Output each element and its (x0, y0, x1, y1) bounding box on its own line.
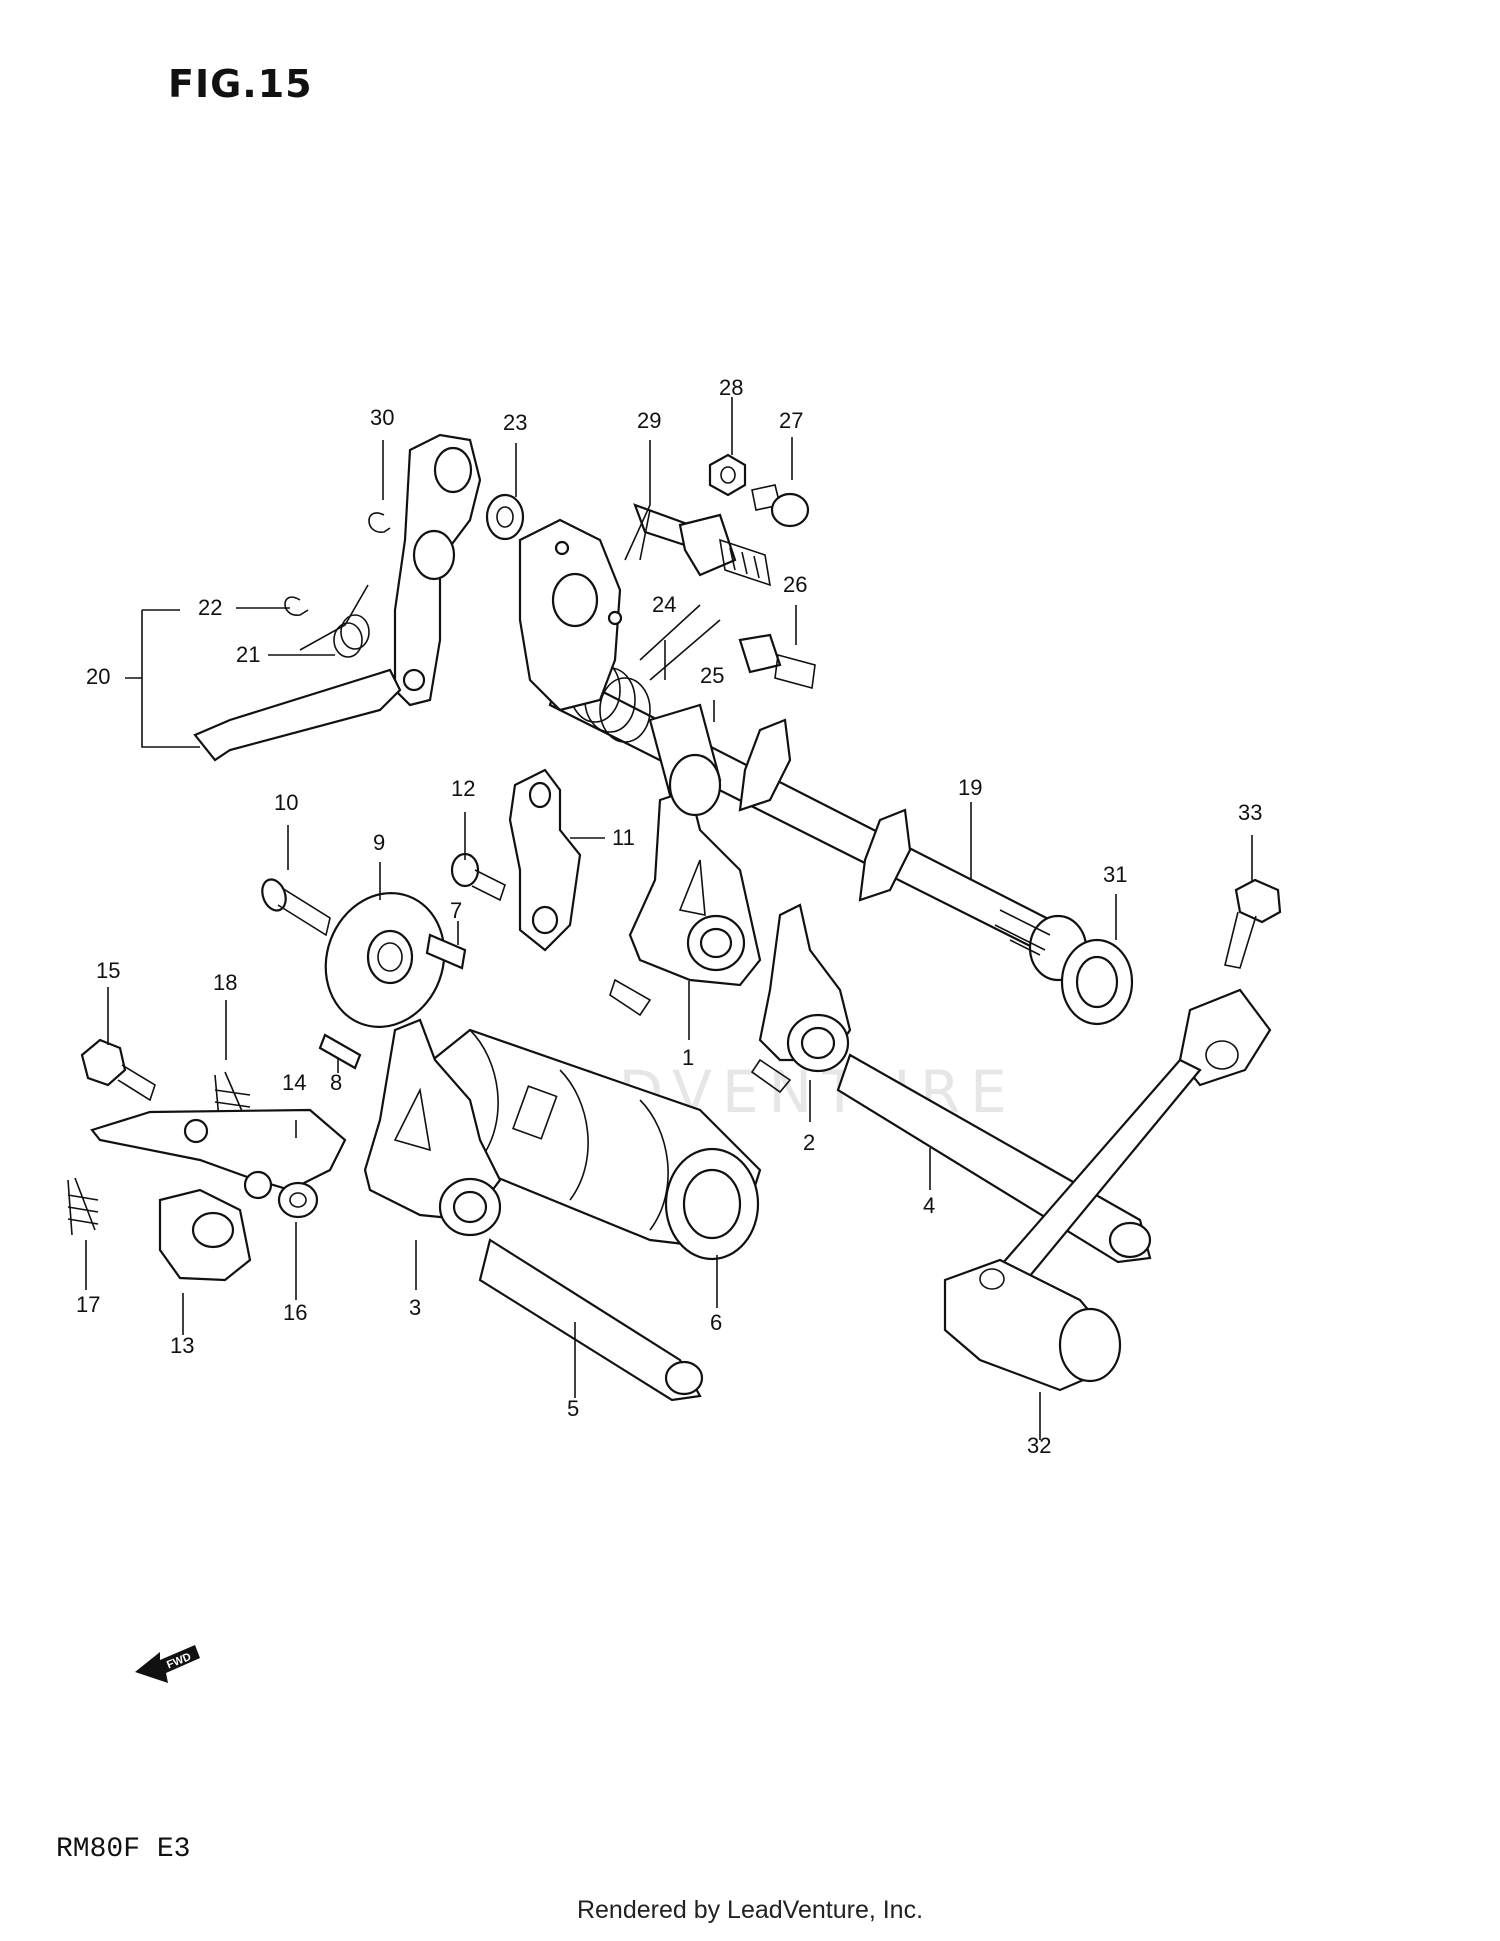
bolt-33 (1224, 878, 1282, 969)
shift-fork-1 (609, 788, 762, 1017)
callout-1: 1 (682, 1045, 694, 1070)
cam-stopper-plate-20 (193, 433, 482, 762)
callout-20: 20 (86, 664, 110, 689)
stopper-arm-14 (90, 1108, 347, 1200)
cam-guide-9 (324, 891, 446, 1029)
callout-30: 30 (370, 405, 394, 430)
callout-5: 5 (567, 1396, 579, 1421)
callout-13: 13 (170, 1333, 194, 1358)
model-code: RM80F E3 (56, 1834, 191, 1865)
nut-28 (708, 453, 747, 497)
callout-14: 14 (282, 1070, 306, 1095)
screw-27 (751, 484, 810, 528)
bolt-26 (738, 633, 816, 690)
shift-fork-shaft-5 (478, 1238, 704, 1402)
fwd-badge-text: FWD (165, 1651, 193, 1672)
callout-24: 24 (652, 592, 676, 617)
callout-25: 25 (700, 663, 724, 688)
cam-stopper-plate-13 (158, 1188, 252, 1282)
callout-22: 22 (198, 595, 222, 620)
pin-7 (425, 933, 467, 970)
callout-16: 16 (283, 1300, 307, 1325)
oil-seal-31 (1060, 938, 1134, 1026)
e-ring-30 (368, 512, 391, 533)
leader-lines (85, 397, 1253, 1440)
shift-drum-part (418, 1028, 762, 1261)
eccentric-bolt-29 (633, 503, 772, 587)
shift-fork-3 (363, 1018, 502, 1237)
callout-9: 9 (373, 830, 385, 855)
callout-31: 31 (1103, 862, 1127, 887)
washer-23 (485, 493, 525, 541)
callout-17: 17 (76, 1292, 100, 1317)
spring-18 (214, 1071, 251, 1131)
bolt-15 (80, 1038, 156, 1102)
callout-4: 4 (923, 1193, 935, 1218)
callout-2: 2 (803, 1130, 815, 1155)
callout-28: 28 (719, 375, 743, 400)
callout-6: 6 (710, 1310, 722, 1335)
callout-7: 7 (450, 898, 462, 923)
gearshift-lever-32 (943, 988, 1272, 1392)
callout-19: 19 (958, 775, 982, 800)
callout-12: 12 (451, 776, 475, 801)
callout-18: 18 (213, 970, 237, 995)
callout-26: 26 (783, 572, 807, 597)
callout-27: 27 (779, 408, 803, 433)
callout-33: 33 (1238, 800, 1262, 825)
screw-12 (450, 852, 506, 902)
figure-title: FIG.15 (168, 62, 313, 106)
washer-16 (277, 1181, 319, 1219)
callout-3: 3 (409, 1295, 421, 1320)
callout-15: 15 (96, 958, 120, 983)
footer-credit: Rendered by LeadVenture, Inc. (576, 1896, 924, 1924)
fwd-arrow-icon: FWD (135, 1645, 200, 1683)
callout-21: 21 (236, 642, 260, 667)
pawl-lifter-11 (508, 768, 582, 952)
callout-23: 23 (503, 410, 527, 435)
spring-21 (299, 584, 370, 658)
spring-17 (67, 1177, 99, 1236)
callout-11: 11 (612, 825, 635, 850)
callout-32: 32 (1027, 1433, 1051, 1458)
collar-25 (648, 703, 722, 817)
callout-10: 10 (274, 790, 298, 815)
screw-10 (261, 878, 331, 937)
callout-labels: 1 2 3 4 5 6 7 8 9 10 11 12 13 14 15 16 1… (76, 375, 1262, 1458)
shift-fork-2 (750, 903, 852, 1094)
callout-8: 8 (330, 1070, 342, 1095)
e-ring-22 (284, 596, 309, 616)
pin-8 (318, 1033, 362, 1070)
shift-arm-plate (518, 518, 623, 712)
callout-29: 29 (637, 408, 661, 433)
